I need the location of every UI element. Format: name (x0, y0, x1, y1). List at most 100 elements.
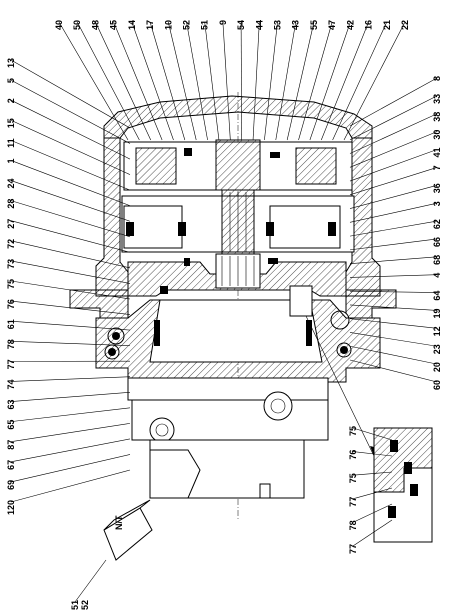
callout-75: 75 (6, 279, 16, 289)
mounting-flange-right (345, 289, 397, 319)
callouts-left: 1352151112428277273757661787774636587676… (6, 58, 131, 515)
callout-53: 53 (273, 20, 283, 30)
detail-callout-75-2: 75 (348, 473, 358, 483)
motor-lower-housing (127, 377, 329, 401)
callout-4: 4 (432, 273, 442, 278)
detail-callout-78-4: 78 (348, 520, 358, 530)
callout-33-leader (349, 95, 438, 141)
callout-78-leader (10, 340, 131, 346)
detail-callout-75-0-leader (352, 427, 393, 441)
callout-36: 36 (432, 183, 442, 193)
connector-shroud (149, 449, 201, 499)
callout-2-leader (10, 99, 131, 160)
terminal (259, 483, 271, 499)
callout-28: 28 (6, 199, 16, 209)
callout-10-leader (167, 21, 197, 141)
callout-68: 68 (432, 255, 442, 265)
callout-54-leader (240, 21, 242, 141)
detail-callout-77-5-leader (352, 519, 393, 547)
callout-27: 27 (6, 219, 16, 229)
callout-47-leader (298, 21, 333, 141)
callout-66-leader (349, 238, 438, 251)
detail-view (289, 285, 433, 543)
callout-65-leader (10, 407, 131, 422)
callout-53-leader (264, 21, 278, 141)
callout-62-leader (349, 220, 438, 237)
callout-251: 251 (70, 600, 80, 610)
callout-42-leader (309, 21, 351, 141)
callout-20: 20 (432, 362, 442, 372)
callout-13: 13 (6, 58, 16, 68)
callout-45: 45 (109, 20, 119, 30)
main-assembly (69, 92, 397, 520)
callout-12-leader (349, 318, 438, 329)
callout-4-leader (349, 274, 438, 278)
callout-45-leader (113, 21, 163, 141)
callout-23: 23 (432, 344, 442, 354)
callout-52-leader (186, 21, 208, 141)
callout-68-leader (349, 256, 438, 264)
callout-2: 2 (6, 98, 16, 103)
callout-40-leader (58, 21, 129, 141)
callout-67: 67 (6, 460, 16, 470)
callout-50: 50 (72, 20, 82, 30)
callout-24-leader (10, 180, 131, 222)
callout-10: 10 (163, 20, 173, 30)
callout-77: 77 (6, 359, 16, 369)
callout-17-leader (149, 21, 186, 141)
detail-callout-76-1: 76 (348, 450, 358, 460)
callout-40: 40 (54, 20, 64, 30)
callout-21: 21 (382, 20, 392, 30)
callout-76: 76 (6, 299, 16, 309)
callout-76-leader (10, 300, 131, 315)
callout-74-leader (10, 376, 131, 382)
callout-66: 66 (432, 237, 442, 247)
callout-60-leader (349, 359, 438, 383)
callout-23-leader (349, 332, 438, 347)
callout-12: 12 (432, 326, 442, 336)
callout-43: 43 (291, 20, 301, 30)
callout-3: 3 (432, 201, 442, 206)
callout-44-leader (252, 21, 260, 141)
callout-51-leader (204, 21, 220, 141)
callout-78: 78 (6, 339, 16, 349)
callout-11-leader (10, 140, 131, 191)
callout-63-leader (10, 391, 131, 402)
callout-41-leader (349, 149, 438, 182)
callout-5-leader (10, 79, 131, 144)
callout-65: 65 (6, 420, 16, 430)
callout-3-leader (349, 202, 438, 223)
callout-22: 22 (400, 20, 410, 30)
callout-73-leader (10, 260, 131, 284)
callout-64-leader (349, 290, 438, 293)
callout-20-leader (349, 345, 438, 365)
callout-67-leader (10, 438, 131, 463)
detail-callout-75-0: 75 (348, 426, 358, 436)
callout-252: 252 (80, 600, 90, 610)
plug-sketch: N/T (103, 499, 153, 561)
planet-gear-upper-left (135, 147, 177, 185)
callout-73: 73 (6, 259, 16, 269)
callout-8-leader (349, 77, 438, 127)
detail-callout-77-5: 77 (348, 544, 358, 554)
callout-61: 61 (6, 319, 16, 329)
callout-69-leader (10, 454, 131, 483)
callout-52: 52 (181, 20, 191, 30)
callout-64: 64 (432, 291, 442, 301)
callout-14-leader (131, 21, 174, 141)
detail-callout-78-4-leader (352, 503, 393, 523)
callout-48-leader (95, 21, 152, 141)
callout-30: 30 (432, 130, 442, 140)
planet-gear-upper-right (295, 147, 337, 185)
callout-17: 17 (145, 20, 155, 30)
callout-72: 72 (6, 239, 16, 249)
callout-60: 60 (432, 380, 442, 390)
callout-16-leader (320, 21, 369, 141)
motor-body (149, 299, 323, 363)
detail-callout-75-2-leader (352, 471, 393, 476)
callout-47: 47 (327, 20, 337, 30)
